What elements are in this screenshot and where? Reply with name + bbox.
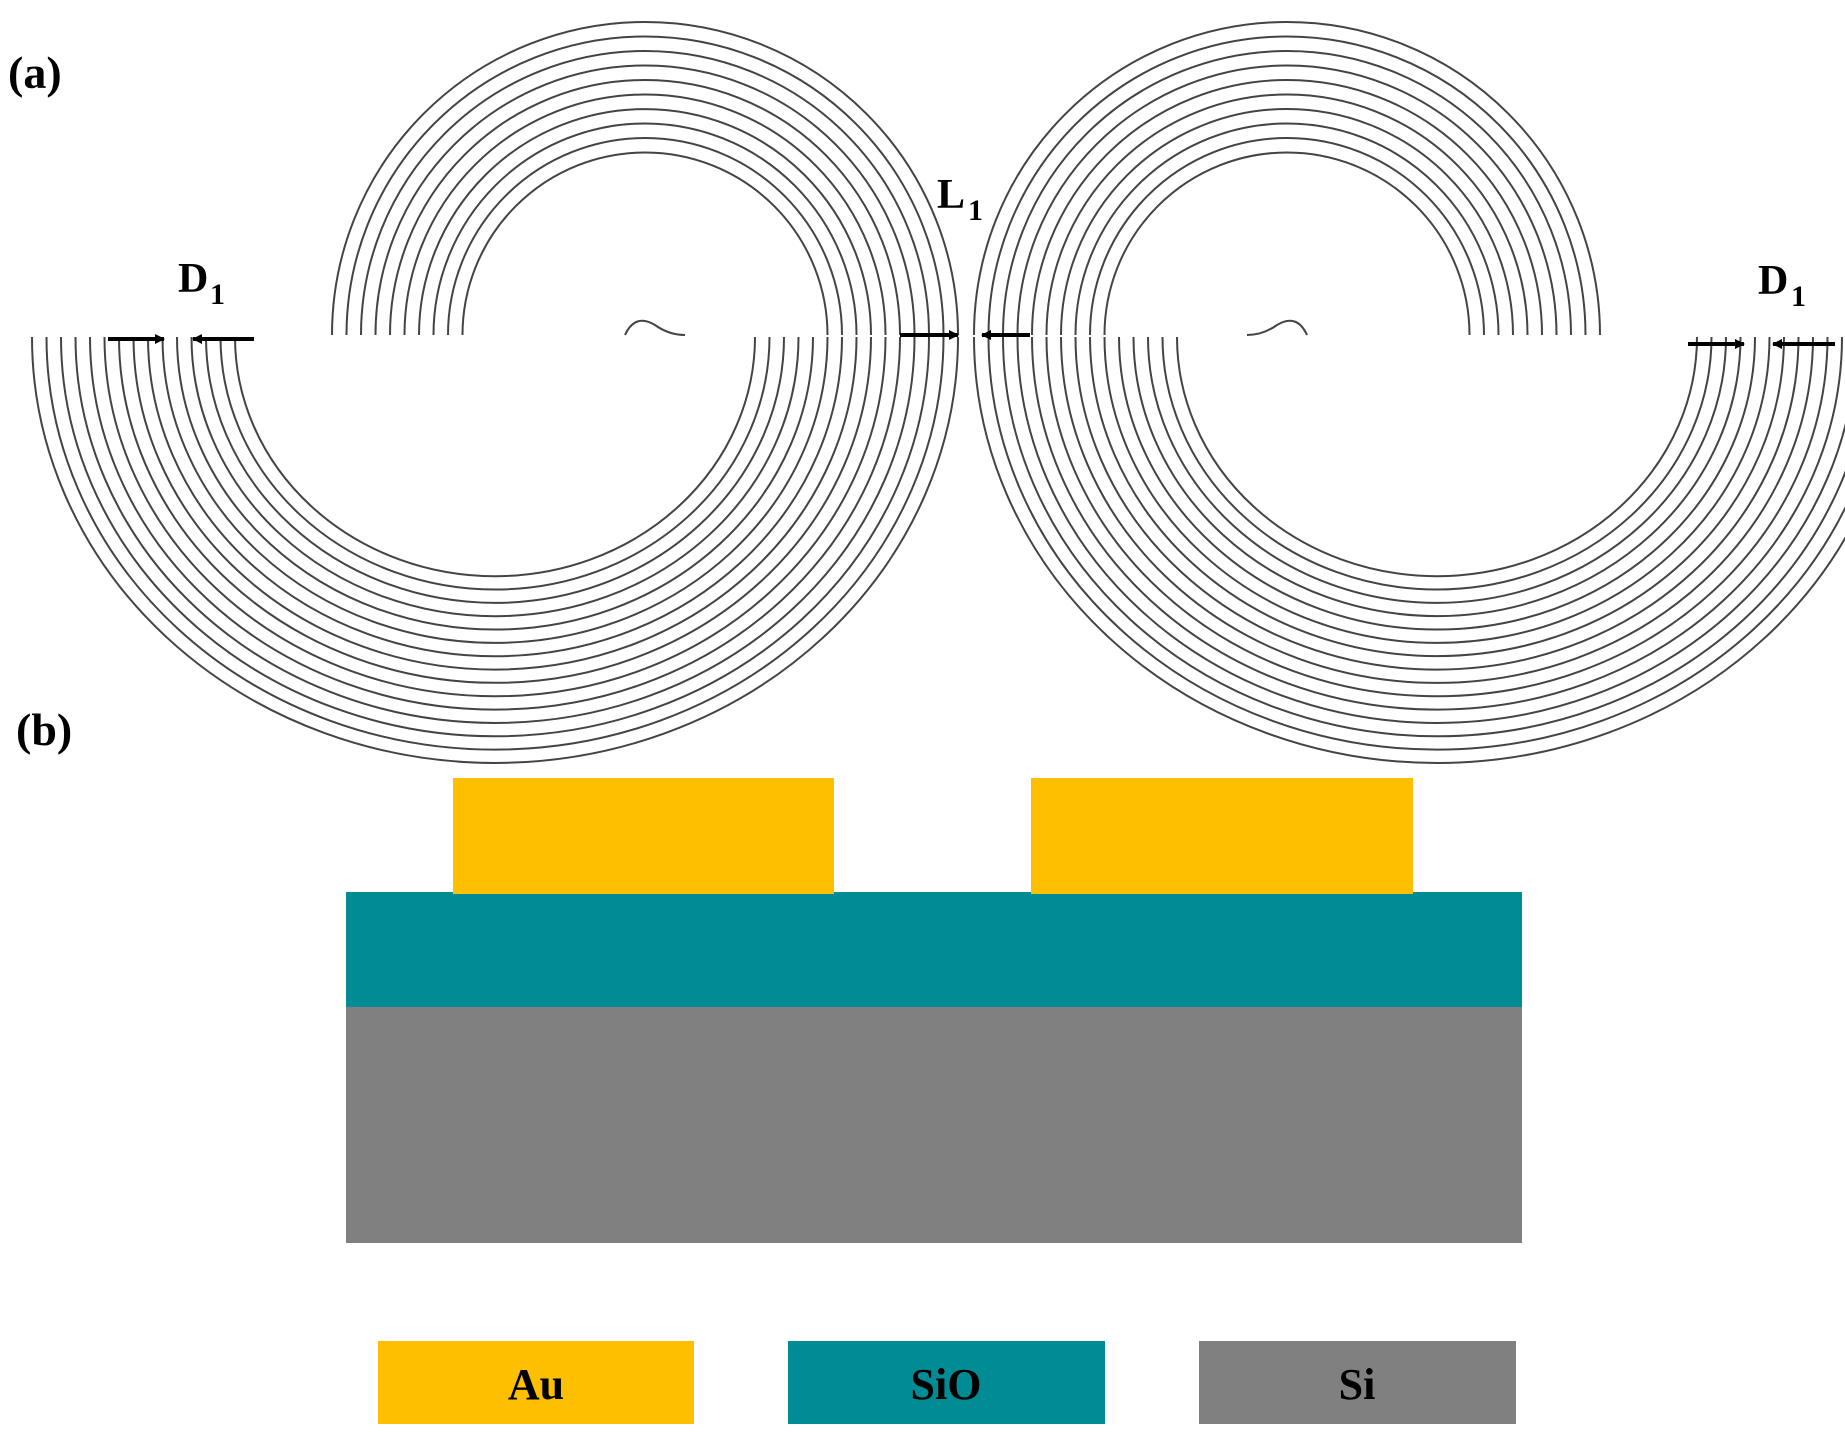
spiral-arc-upper [374,64,916,336]
spiral-arc-lower [60,336,930,738]
dimension-d1-left: D 1 [108,256,254,344]
si-substrate-layer [346,1006,1522,1243]
spiral-arc-lower [234,336,756,578]
sio-insulating-layer [346,892,1522,1007]
legend-label-au: Au [508,1360,564,1409]
spiral-arc-upper [432,122,858,336]
spiral-arc-upper [1031,79,1543,336]
legend-label-si: Si [1339,1360,1376,1409]
spiral-arc-upper [403,93,887,336]
spiral-arc-upper [1060,108,1514,336]
d1-left-subscript: 1 [210,278,225,311]
dimension-d1-right: D 1 [1688,258,1835,349]
spiral-arc-upper [1045,93,1529,336]
spiral-arc-lower [973,336,1845,764]
spiral-arc-upper [461,151,829,336]
legend-swatch-sio [788,1341,1105,1424]
spiral-arc-lower [176,336,814,631]
panel-a: (a) D 1 L 1 D 1 [8,21,1845,764]
spiral-arc-lower [1045,336,1829,698]
l1-letter: L [937,172,965,218]
panel-b-label: (b) [16,704,72,755]
spiral-arc-lower [190,336,800,618]
spiral-arc-upper [987,35,1587,336]
legend: Au SiO Si [378,1341,1516,1424]
spiral-arc-lower [103,336,887,698]
legend-label-sio: SiO [911,1360,982,1409]
spiral-arc-lower [1161,336,1713,591]
spiral-arc-upper [1089,137,1485,336]
dimension-l1-center: L 1 [900,172,1030,340]
spiral-arc-lower [89,336,901,711]
spiral-center-hook [624,319,686,336]
spiral-arc-lower [1074,336,1800,671]
spiral-arc-lower [1002,336,1845,738]
au-electrode-right [1031,778,1413,894]
d1-right-letter: D [1758,258,1788,304]
spiral-arc-lower [31,336,959,764]
spiral-electrode-left [31,21,959,764]
spiral-arc-lower [1016,336,1845,724]
legend-swatch-au [378,1341,694,1424]
panel-a-label: (a) [8,47,62,98]
spiral-arc-upper [331,21,959,336]
d1-left-letter: D [178,256,208,302]
spiral-arc-upper [1103,151,1471,336]
spiral-arc-lower [161,336,829,644]
spiral-electrode-right [973,21,1845,764]
spiral-arc-lower [1147,336,1727,604]
d1-right-subscript: 1 [1791,280,1806,313]
au-electrode-left [453,778,834,894]
spiral-arc-lower [132,336,858,671]
spiral-arc-upper [973,21,1601,336]
legend-item-sio: SiO [788,1341,1105,1424]
spiral-arc-lower [1103,336,1771,644]
spiral-arc-upper [1074,122,1500,336]
spiral-center-hook [1246,319,1308,336]
spiral-arc-lower [987,336,1845,751]
spiral-arc-lower [74,336,916,724]
spiral-arc-lower [205,336,785,604]
legend-item-si: Si [1199,1341,1516,1424]
spiral-arc-lower [219,336,771,591]
spiral-arc-lower [45,336,945,751]
spiral-arc-lower [1176,336,1698,578]
spiral-arc-lower [1089,336,1785,658]
l1-subscript: 1 [968,194,983,227]
spiral-arc-upper [360,50,930,336]
spiral-arc-lower [118,336,872,684]
spiral-arc-upper [389,79,901,336]
spiral-arc-lower [1060,336,1814,684]
panel-b: (b) [16,704,1522,1243]
spiral-arc-lower [147,336,843,658]
spiral-arc-upper [447,137,843,336]
spiral-arc-upper [345,35,945,336]
legend-swatch-si [1199,1341,1516,1424]
legend-item-au: Au [378,1341,694,1424]
spiral-arc-lower [1118,336,1756,631]
spiral-arc-lower [1031,336,1843,711]
spiral-arc-upper [1016,64,1558,336]
spiral-arc-upper [1002,50,1572,336]
spiral-arc-upper [418,108,872,336]
spiral-arc-lower [1132,336,1742,618]
